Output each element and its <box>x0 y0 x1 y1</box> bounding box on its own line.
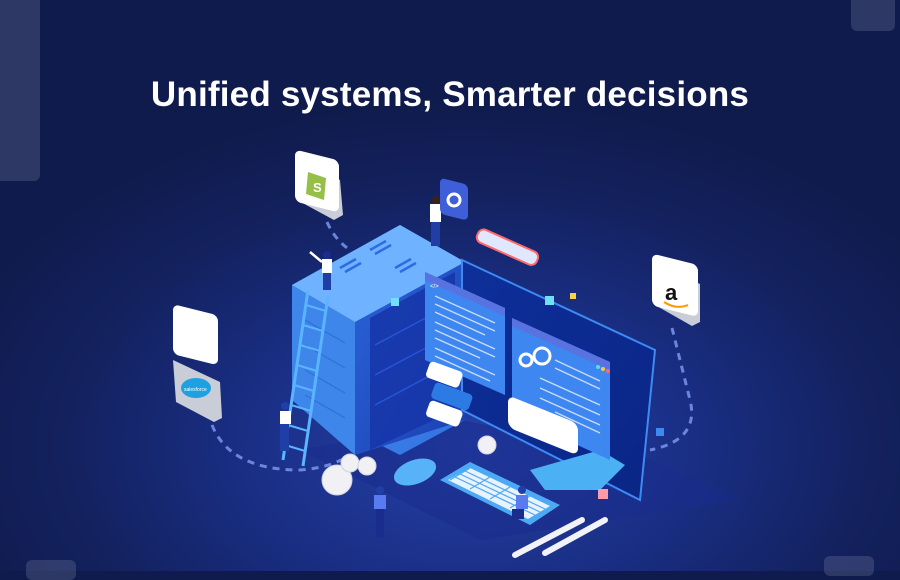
decorative-panel-left <box>0 0 40 181</box>
shopify-tile: S <box>295 150 343 220</box>
monitor: </> <box>425 228 657 502</box>
salesforce-icon <box>181 378 211 398</box>
amazon-icon: a <box>665 280 678 305</box>
decorative-panel-top-right <box>851 0 895 31</box>
page-title: Unified systems, Smarter decisions <box>150 75 750 115</box>
code-tag-icon: </> <box>430 284 439 290</box>
salesforce-tile: salesforce <box>173 305 222 422</box>
connector-lines <box>210 221 694 472</box>
gear-icon <box>446 192 462 208</box>
gear-icon <box>518 346 552 368</box>
amazon-tile: a <box>652 254 700 326</box>
mouse <box>393 458 437 486</box>
cogs <box>321 435 497 496</box>
wrenches <box>512 517 608 558</box>
svg-text:salesforce: salesforce <box>184 387 207 393</box>
svg-text:S: S <box>313 180 322 195</box>
shopify-icon <box>306 172 326 200</box>
people <box>280 196 528 537</box>
settings-tile <box>440 178 468 220</box>
